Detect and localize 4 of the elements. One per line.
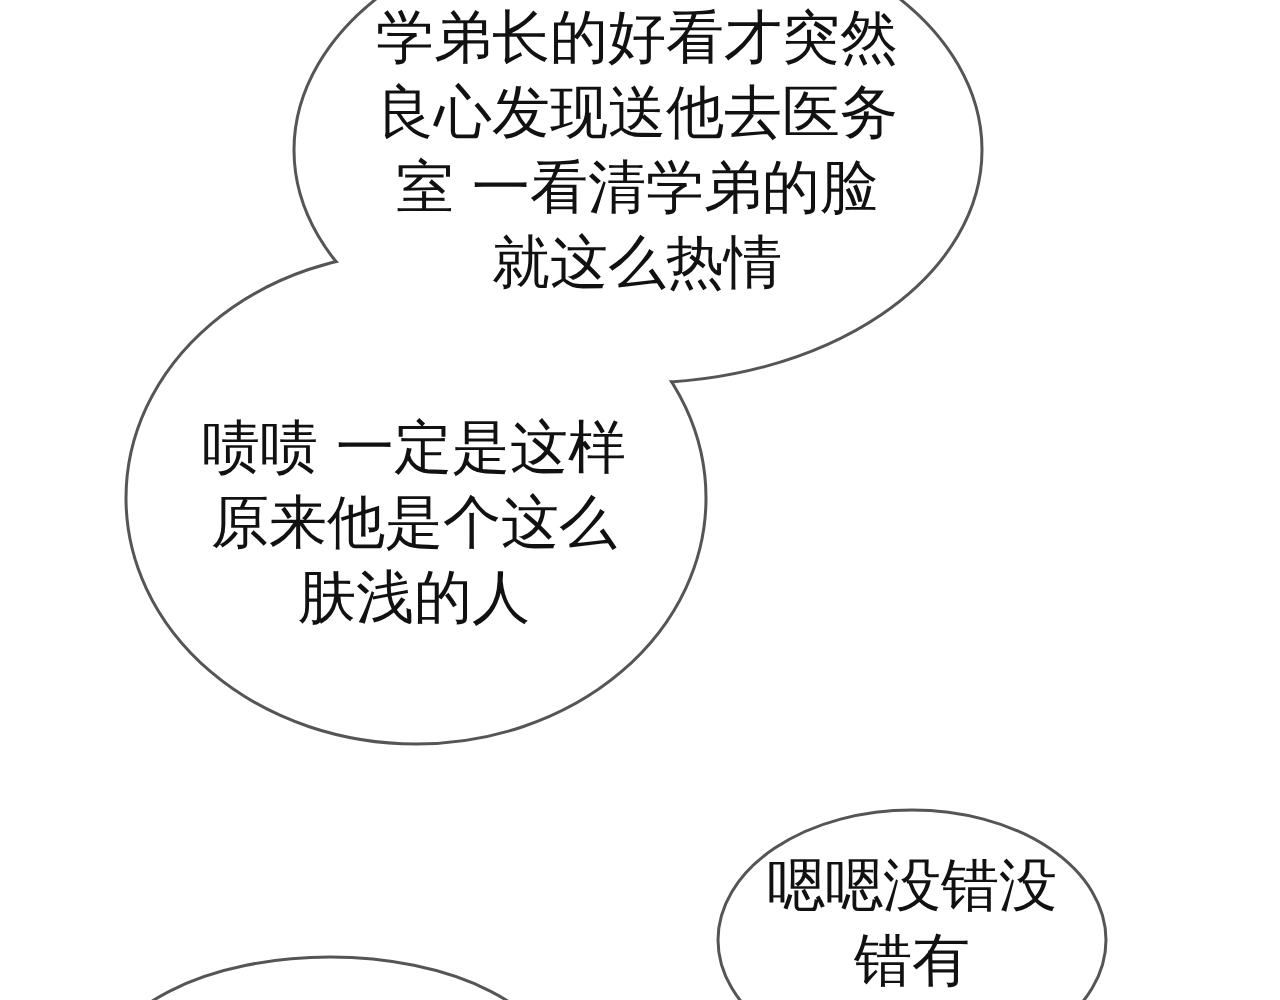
speech-text: 啧啧 一定是这样原来他是个这么肤浅的人	[200, 412, 628, 633]
speech-text: 学弟长的好看才突然良心发现送他去医务室 一看清学弟的脸就这么热情	[375, 2, 899, 298]
speech-text: 嗯嗯没错没错有	[766, 850, 1058, 996]
speech-bubble	[716, 808, 1108, 1000]
